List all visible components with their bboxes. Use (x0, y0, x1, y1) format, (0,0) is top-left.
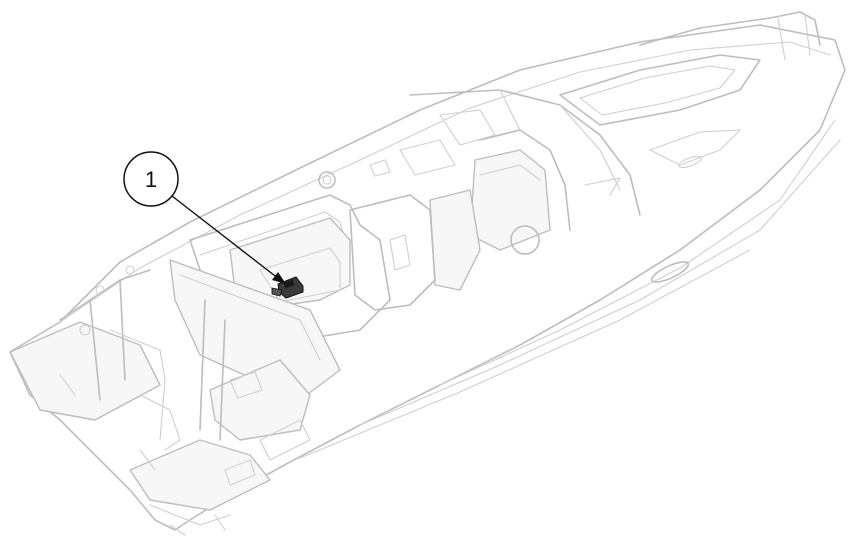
callout-circle (123, 151, 179, 207)
stern (9, 259, 341, 536)
callout-arrowhead (272, 272, 286, 284)
bow-deck (559, 54, 761, 166)
windshield (409, 89, 641, 231)
callout-label: 1 (145, 167, 157, 192)
cockpit (189, 159, 436, 341)
callout-1: 1 (123, 151, 286, 284)
helm-seats (399, 109, 551, 291)
hull (9, 11, 846, 531)
callout-leader-line (171, 195, 280, 280)
